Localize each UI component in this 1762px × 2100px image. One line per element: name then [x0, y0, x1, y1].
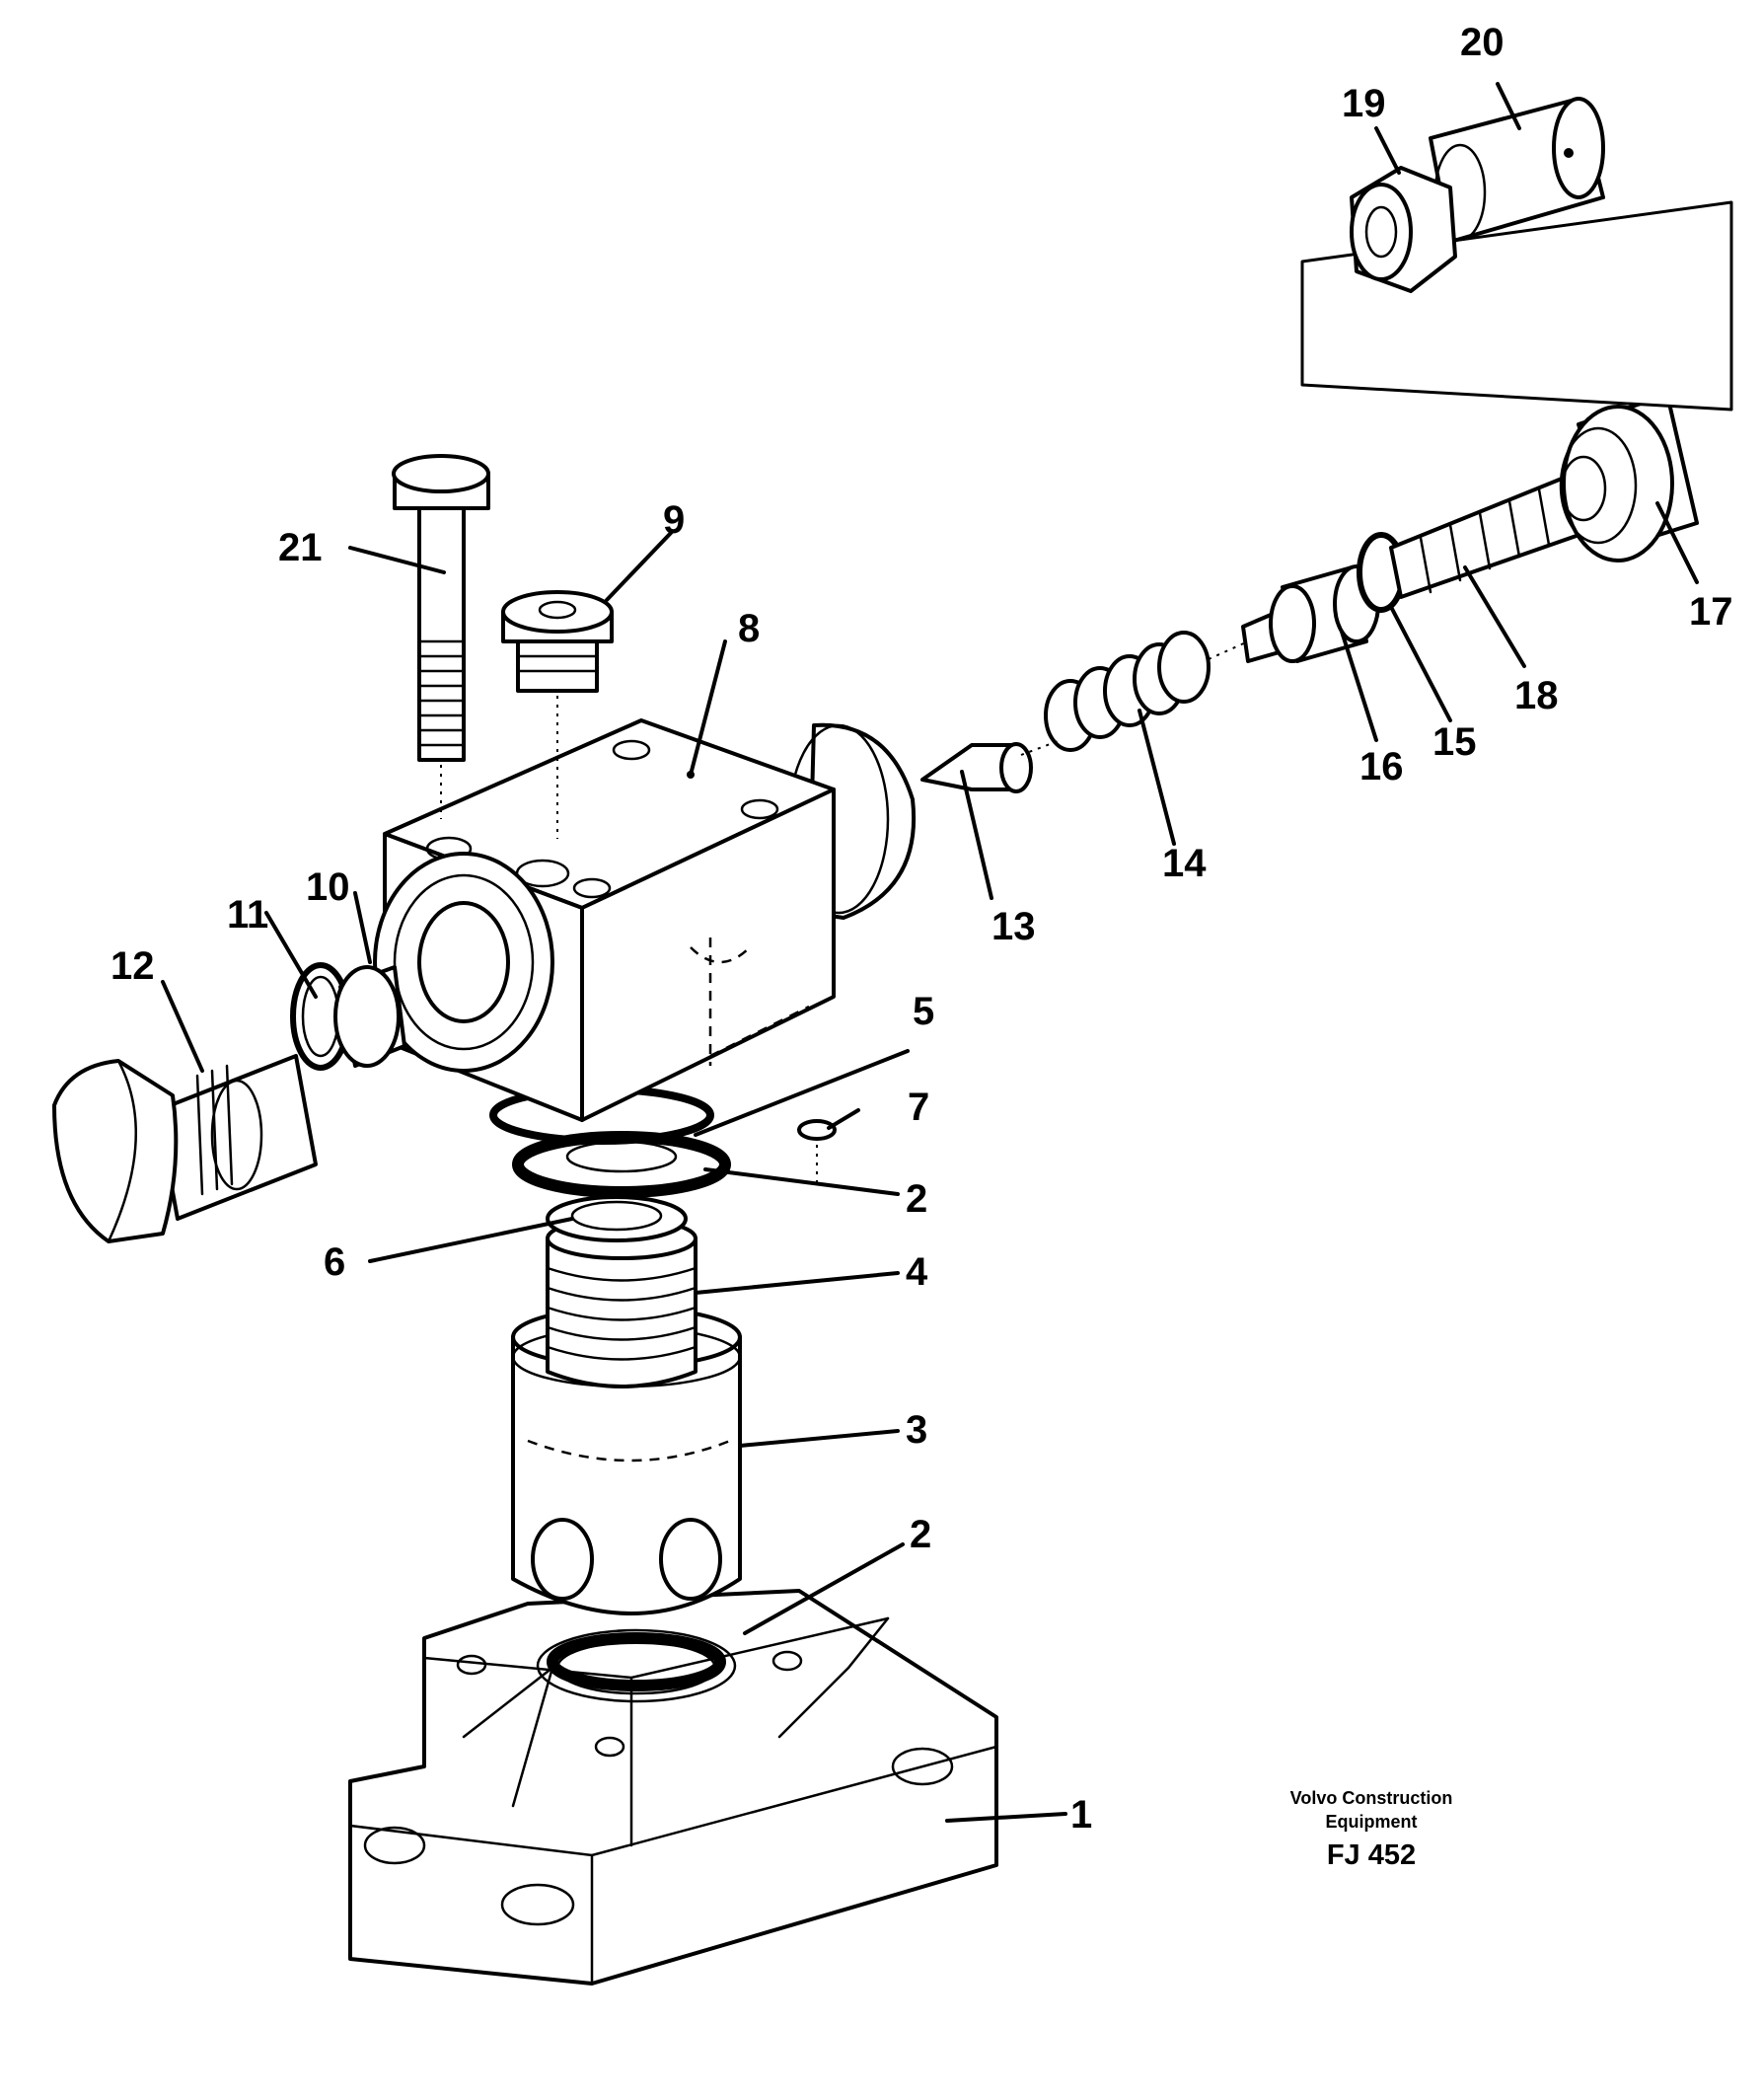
label-part-19: 19 — [1342, 82, 1386, 125]
label-part-3: 3 — [906, 1408, 927, 1452]
leader-lines — [161, 82, 1699, 1823]
piston — [333, 965, 406, 1068]
part-number-labels: 21 9 8 10 11 12 13 14 15 16 18 17 19 20 … — [110, 21, 1733, 1837]
threaded-cartridge — [546, 1217, 697, 1388]
plug — [52, 1054, 318, 1243]
bolt — [392, 454, 490, 819]
upper-o-ring — [512, 1131, 731, 1198]
label-part-11: 11 — [227, 893, 268, 937]
label-part-21: 21 — [278, 526, 323, 569]
lock-nut — [1559, 393, 1699, 562]
label-part-16: 16 — [1359, 745, 1404, 788]
inset-panel — [1300, 97, 1733, 412]
label-part-14: 14 — [1162, 842, 1207, 885]
label-part-12: 12 — [110, 944, 155, 988]
label-part-2-upper: 2 — [906, 1177, 927, 1221]
label-part-1: 1 — [1070, 1793, 1092, 1837]
spring — [1044, 631, 1211, 752]
lower-o-ring — [547, 1632, 726, 1691]
label-part-13: 13 — [991, 905, 1036, 948]
label-part-20: 20 — [1460, 21, 1505, 64]
plug-screw — [501, 590, 614, 839]
poppet-needle — [920, 742, 1033, 793]
credit-company: Volvo Construction — [1289, 1788, 1453, 1808]
figure-code: FJ 452 — [1326, 1839, 1417, 1871]
label-part-5: 5 — [913, 990, 934, 1033]
label-part-17: 17 — [1689, 590, 1733, 634]
label-part-15: 15 — [1432, 720, 1477, 764]
label-part-4: 4 — [906, 1250, 928, 1294]
label-part-18: 18 — [1514, 674, 1559, 717]
label-part-7: 7 — [908, 1086, 929, 1129]
credit-division: Equipment — [1325, 1812, 1418, 1832]
block-port-boss — [373, 852, 554, 1073]
label-part-6: 6 — [324, 1240, 345, 1284]
label-part-9: 9 — [663, 498, 685, 542]
base-housing — [348, 1589, 998, 1986]
label-part-2-lower: 2 — [910, 1513, 931, 1556]
label-part-8: 8 — [738, 607, 760, 650]
small-washer — [797, 1119, 837, 1141]
label-part-10: 10 — [306, 865, 350, 909]
